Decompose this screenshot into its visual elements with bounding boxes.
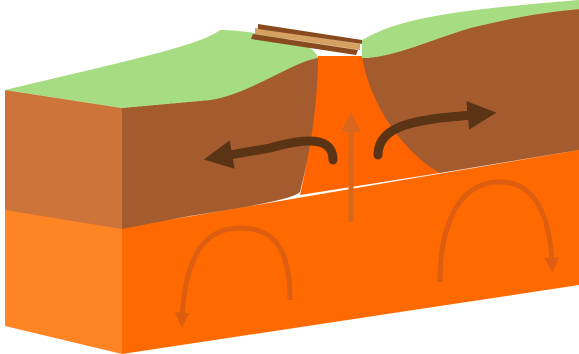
mantle-side-face xyxy=(122,150,579,354)
plate-motion-left-arrow xyxy=(203,136,338,169)
mantle-front-face xyxy=(5,208,122,354)
convection-arrow-right xyxy=(437,179,560,283)
plate-motion-right-arrow xyxy=(373,101,497,160)
surface-right-plate xyxy=(362,0,579,58)
surface-left-plate xyxy=(5,30,318,108)
ridge-stripes xyxy=(251,24,362,55)
crust-front-face xyxy=(5,90,122,229)
crust-side-face-right xyxy=(362,9,579,173)
convection-arrow-left xyxy=(174,225,293,328)
